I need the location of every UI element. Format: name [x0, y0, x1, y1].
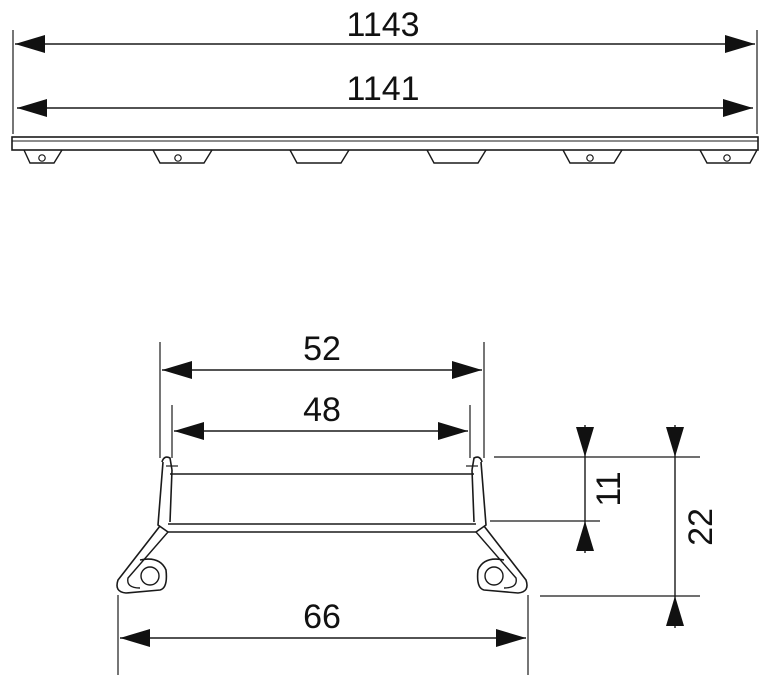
- arrow-right-1143: [725, 35, 755, 53]
- channel-bar: [11, 136, 759, 151]
- grate-height-label: 11: [590, 471, 628, 506]
- inner-width-label: 48: [303, 391, 341, 429]
- arrow-right-66: [496, 629, 526, 647]
- mounting-foot: [289, 149, 350, 164]
- mounting-foot: [152, 149, 213, 164]
- arrow-left-66: [120, 629, 150, 647]
- dimension-outer-width: 52: [162, 330, 482, 379]
- total-height-label: 22: [682, 508, 720, 546]
- outer-width-label: 52: [303, 330, 341, 368]
- right-foot-hole: [484, 566, 504, 586]
- dimension-grate-height: 11: [576, 425, 628, 553]
- arrow-left-52: [162, 361, 192, 379]
- cross-section-view: 52 48: [116, 330, 720, 675]
- arrow-left-48: [174, 422, 204, 440]
- arrow-right-1141: [723, 99, 753, 117]
- right-rolled-edge: [471, 456, 483, 471]
- mounting-foot: [23, 149, 63, 164]
- arrow-top-22: [666, 427, 684, 457]
- arrow-top-11: [576, 427, 594, 457]
- left-rolled-edge: [161, 456, 173, 471]
- arrow-left-1143: [15, 35, 45, 53]
- bottom-plate: [168, 523, 476, 533]
- inner-length-label: 1141: [346, 70, 419, 108]
- arrow-right-48: [438, 422, 468, 440]
- mounting-foot: [562, 149, 623, 164]
- dimension-base-width: 66: [120, 598, 526, 647]
- grate-profile: [116, 456, 528, 594]
- left-wall: [157, 461, 173, 533]
- dimension-inner-width: 48: [174, 391, 468, 440]
- mounting-foot: [699, 149, 758, 164]
- dimension-total-height: 22: [666, 425, 720, 628]
- base-width-label: 66: [303, 598, 341, 636]
- left-leg: [116, 525, 168, 594]
- dimension-inner-length: 1141: [17, 70, 753, 117]
- right-leg: [476, 525, 528, 594]
- arrow-bottom-11: [576, 521, 594, 551]
- top-view: 1143 1141: [11, 6, 759, 164]
- arrow-right-52: [452, 361, 482, 379]
- channel-profile: [11, 136, 759, 164]
- left-foot-hole: [140, 566, 160, 586]
- dimension-overall-length: 1143: [15, 6, 755, 53]
- arrow-bottom-22: [666, 596, 684, 626]
- mounting-foot: [426, 149, 487, 164]
- right-wall: [471, 461, 487, 533]
- overall-length-label: 1143: [346, 6, 419, 44]
- arrow-left-1141: [17, 99, 47, 117]
